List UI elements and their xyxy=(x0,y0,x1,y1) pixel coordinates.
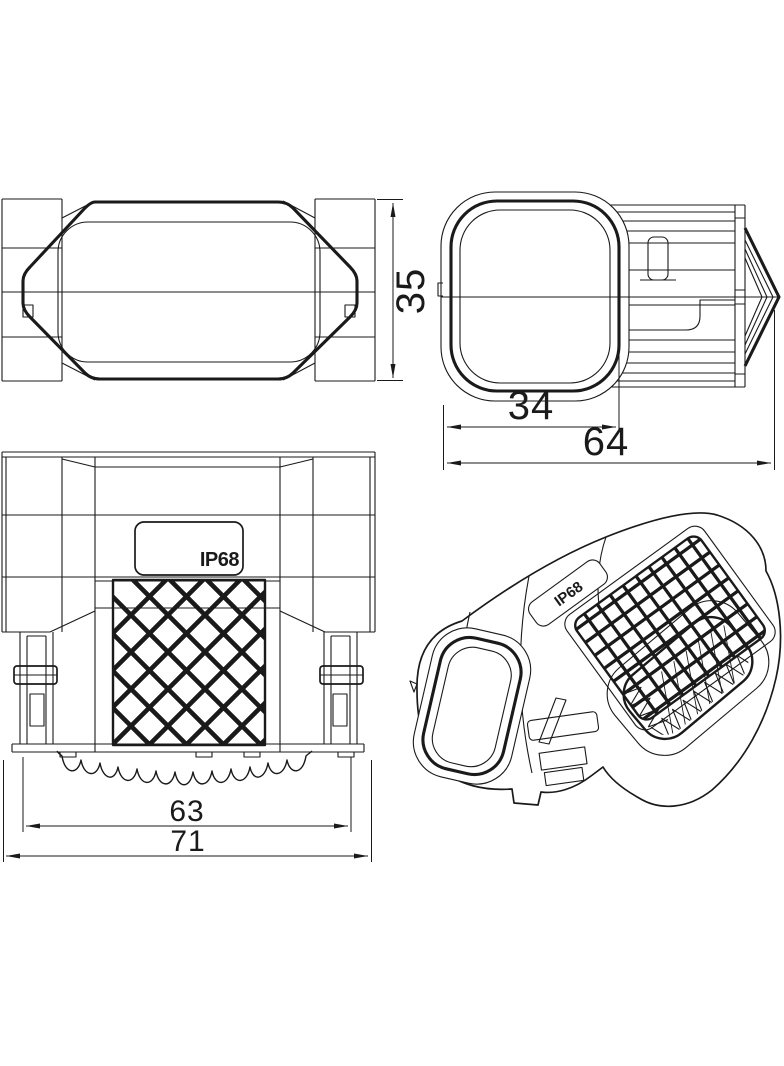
ip68-label xyxy=(134,521,244,576)
extension-lines xyxy=(377,199,403,381)
top-view-corner-bevels xyxy=(61,200,316,381)
dimension-35: 35 xyxy=(377,199,433,381)
top-view-left-block xyxy=(1,198,63,382)
front-view-chamfers xyxy=(2,610,375,633)
ip68-label-text: IP68 xyxy=(200,549,240,571)
top-view-right-clip xyxy=(344,304,356,318)
gel-wave xyxy=(56,750,313,786)
side-view-end-strip xyxy=(734,204,746,388)
front-view: IP68 63 71 xyxy=(1,451,376,862)
dimension-text-71: 71 xyxy=(170,825,205,858)
gel-lattice-frame xyxy=(111,578,267,747)
dimension-64: 64 xyxy=(447,310,775,470)
dimension-text-34: 34 xyxy=(508,384,555,428)
dimension-text-63: 63 xyxy=(169,795,204,828)
iso-gel-endcap xyxy=(606,600,770,756)
extension-lines xyxy=(22,757,352,832)
iso-grille xyxy=(564,525,776,731)
extension-lines xyxy=(3,760,372,862)
iso-cable-opening xyxy=(412,627,532,785)
side-view-endcap-ring xyxy=(449,199,621,393)
front-view-feet xyxy=(59,751,355,758)
front-view-right-latch xyxy=(319,632,364,744)
top-view-body-outline xyxy=(21,200,359,381)
side-view: 34 64 xyxy=(437,191,781,470)
top-view-left-clip xyxy=(22,304,34,318)
side-view-gel-chevrons xyxy=(743,227,781,367)
side-view-left-notch xyxy=(437,282,443,297)
dimension-text-35: 35 xyxy=(389,268,433,315)
iso-latch xyxy=(526,697,600,787)
iso-ip68-label: IP68 xyxy=(528,559,608,627)
extension-lines xyxy=(443,340,620,470)
front-view-left-latch xyxy=(13,632,58,744)
front-view-bottom-bar xyxy=(11,743,365,753)
dimension-text-64: 64 xyxy=(583,420,630,464)
gel-lattice-grid xyxy=(114,581,264,744)
iso-gel-teeth xyxy=(621,619,757,741)
top-view-right-block xyxy=(314,198,376,382)
dimension-34: 34 xyxy=(443,340,620,470)
dimension-71: 71 xyxy=(3,760,372,862)
side-view-body xyxy=(578,204,737,388)
isometric-view: IP68 xyxy=(409,512,782,808)
dimension-63: 63 xyxy=(22,757,352,832)
top-view: 35 xyxy=(1,198,433,382)
iso-left-hook xyxy=(409,680,418,693)
